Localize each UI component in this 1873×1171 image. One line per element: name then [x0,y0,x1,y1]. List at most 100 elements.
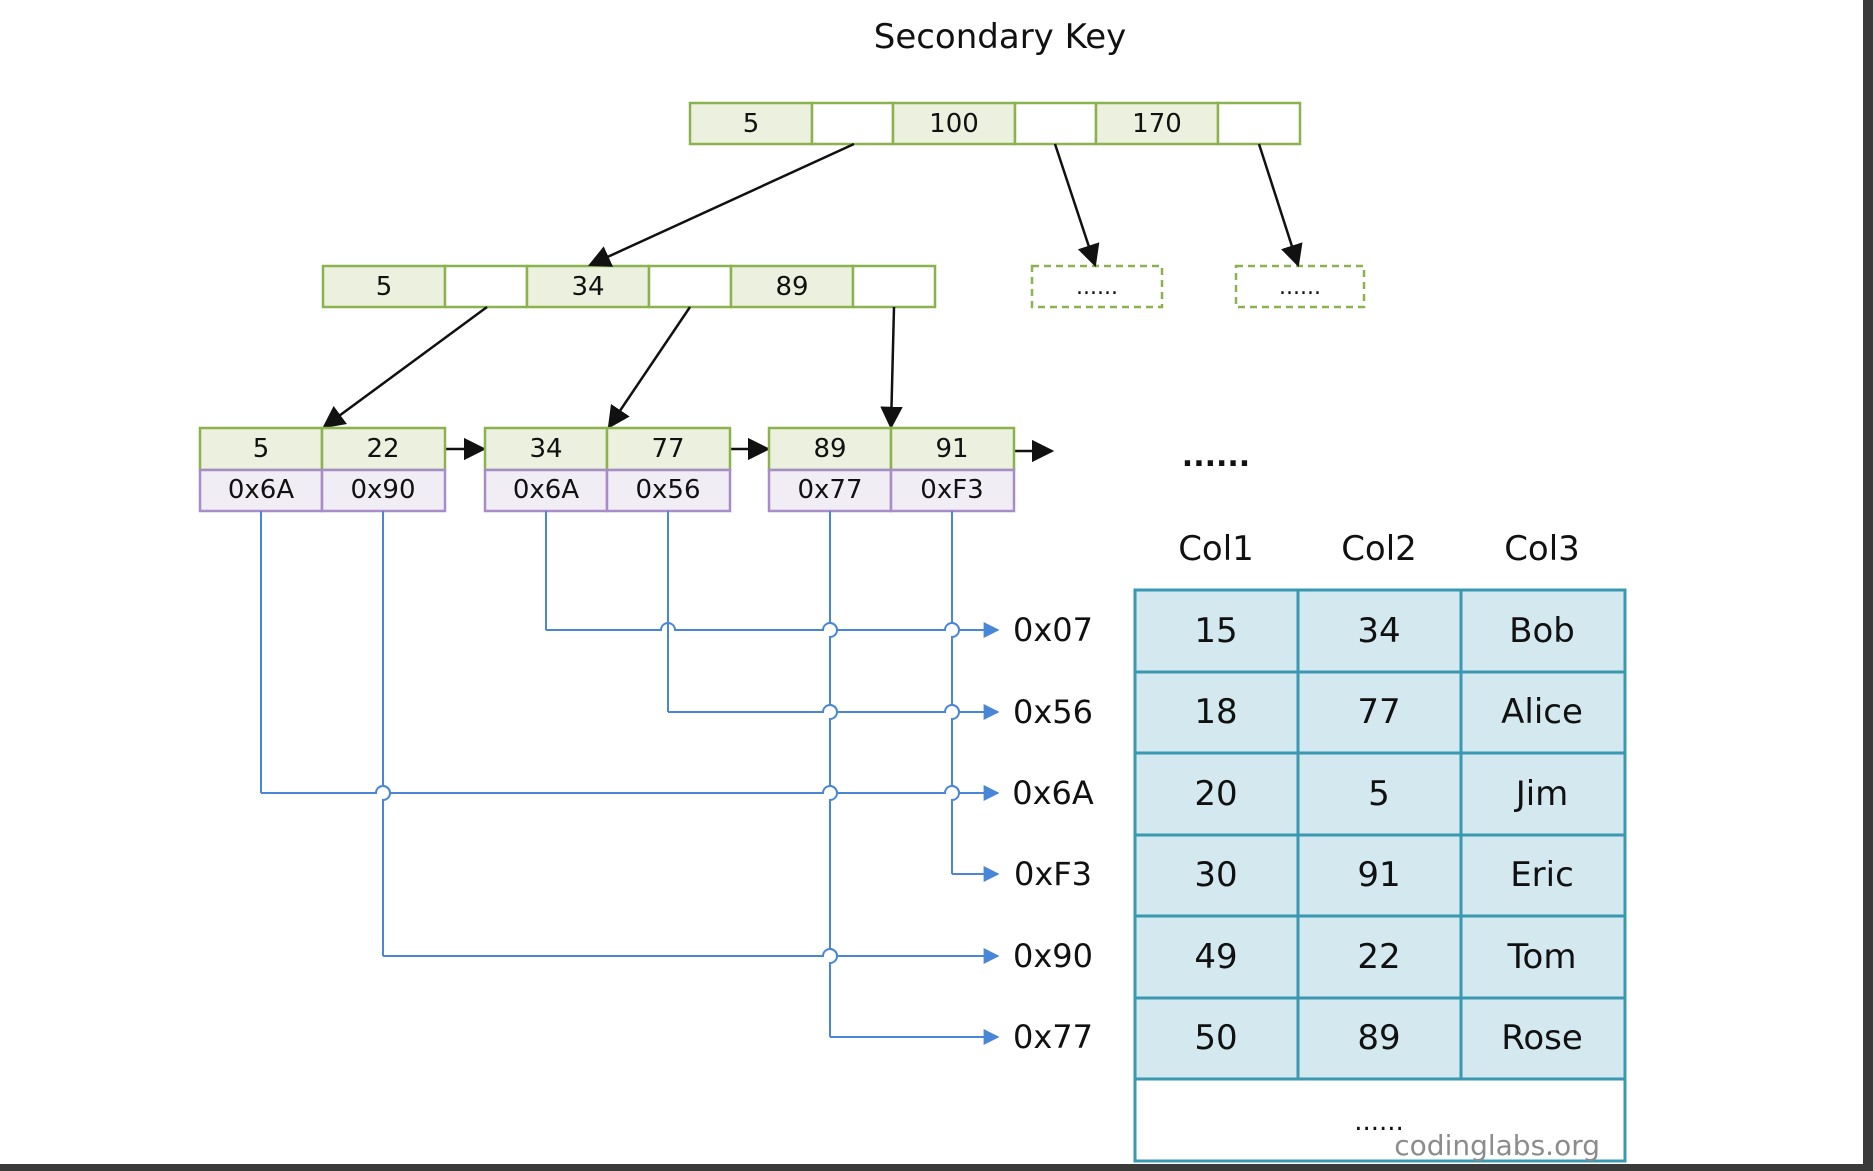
tree-arrow [322,305,488,429]
root-pointer-cell [810,101,895,146]
table-row-cell: 30 [1194,855,1237,895]
placeholder-nodes: ...... ...... [1030,264,1366,309]
pointer-line [829,511,838,1037]
leaf-node: 5 22 0x6A 0x90 [198,426,447,513]
address-label: 0x56 [1013,693,1093,731]
table-cell [1133,670,1300,755]
watermark: codinglabs.org [1394,1129,1600,1162]
address-label: 0xF3 [1014,855,1092,893]
root-pointer-cell [1013,101,1098,146]
tree-arrows [322,142,1303,463]
table-cell [1133,914,1300,1000]
internal-node: 5 34 89 [321,264,937,309]
mid-key-label: 5 [376,272,393,302]
leaf-nodes: 5 22 0x6A 0x90 34 77 0x6A 0x56 89 91 0x7… [198,426,1016,513]
leaf-pointer-label: 0x90 [350,475,415,505]
leaf-ellipsis: ...... [1182,439,1250,474]
table-body: 15 34 Bob 18 77 Alice 20 5 Jim 30 91 Eri… [1194,611,1583,1058]
table-row-cell: 89 [1357,1018,1400,1058]
root-key-label: 100 [929,109,979,139]
mid-key-cell [729,264,855,309]
data-table: Col1 Col2 Col3 15 [1133,529,1627,1163]
table-row-cell: Rose [1501,1018,1583,1058]
pointer-line [951,511,960,874]
column-header: Col3 [1504,529,1580,569]
address-label: 0x07 [1013,611,1093,649]
root-key-cell [891,101,1017,146]
table-row-cell: 91 [1357,855,1400,895]
address-labels: 0x07 0x56 0x6A 0xF3 0x90 0x77 [1012,611,1094,1056]
pointer-line [382,511,391,956]
leaf-key-label: 5 [253,434,270,464]
address-label: 0x6A [1012,774,1094,812]
leaf-key-cell [198,426,324,472]
mid-key-label: 34 [571,272,604,302]
leaf-key-label: 34 [529,434,562,464]
root-key-cell [1094,101,1220,146]
placeholder-label: ...... [1279,275,1321,300]
leaf-key-cell [320,426,447,472]
table-ellipsis-row [1133,1077,1627,1163]
row-pointer-lines [260,511,1000,1045]
tree-arrow [1053,143,1100,268]
window-edge-bottom [0,1164,1873,1171]
pointer-arrow [546,622,1000,638]
table-row-cell: 49 [1194,937,1237,977]
table-row-cell: 34 [1357,611,1400,651]
address-label: 0x77 [1013,1018,1093,1056]
diagram-title: Secondary Key [874,17,1127,57]
root-key-cell [688,101,814,146]
address-label: 0x90 [1013,937,1093,975]
pointer-arrow [261,785,1000,801]
table-ellipsis: ...... [1354,1107,1404,1137]
leaf-key-label: 22 [366,434,399,464]
table-cell [1459,833,1627,918]
table-row-cell: 77 [1357,692,1400,732]
mid-pointer-cell [443,264,529,309]
table-row-cell: 5 [1368,774,1390,814]
table-cell [1133,588,1300,674]
table-row-cell: 18 [1194,692,1237,732]
table-row-cell: 15 [1194,611,1237,651]
tree-arrow [587,142,855,267]
leaf-key-label: 91 [935,434,968,464]
table-cell [1459,588,1627,674]
table-cell [1296,670,1463,755]
table-row-cell: 50 [1194,1018,1237,1058]
leaf-pointer-label: 0x6A [228,475,294,505]
table-row-cell: 20 [1194,774,1237,814]
table-row-cell: 22 [1357,937,1400,977]
table-cell [1459,751,1627,837]
table-row-cell: Tom [1507,937,1577,977]
window-edge-right [1863,0,1873,1171]
leaf-pointer-label: 0xF3 [920,475,983,505]
table-cell [1459,670,1627,755]
table-row-cell: Bob [1509,611,1575,651]
tree-arrow [1257,143,1303,268]
leaf-pointer-label: 0x77 [797,475,862,505]
leaf-pointer-cell [198,468,324,513]
leaf-node: 89 91 0x77 0xF3 [767,426,1016,513]
leaf-pointer-label: 0x6A [513,475,579,505]
table-row-cell: Alice [1501,692,1583,732]
tree-arrow [880,306,903,430]
table-header: Col1 Col2 Col3 [1178,529,1580,569]
column-header: Col2 [1341,529,1417,569]
root-key-label: 170 [1132,109,1182,139]
root-key-label: 5 [743,109,760,139]
table-row-cell: Jim [1514,774,1569,814]
column-header: Col1 [1178,529,1254,569]
tree-arrow [607,306,692,429]
mid-key-label: 89 [775,272,808,302]
placeholder-label: ...... [1076,275,1118,300]
leaf-key-cell [889,426,1016,472]
mid-pointer-cell [851,264,937,309]
table-cell [1296,833,1463,918]
leaf-pointer-cell [605,468,732,513]
root-pointer-cell [1216,101,1302,146]
pointer-arrow [383,948,1000,964]
leaf-pointer-label: 0x56 [635,475,700,505]
leaf-node: 34 77 0x6A 0x56 [483,426,732,513]
leaf-key-label: 89 [813,434,846,464]
